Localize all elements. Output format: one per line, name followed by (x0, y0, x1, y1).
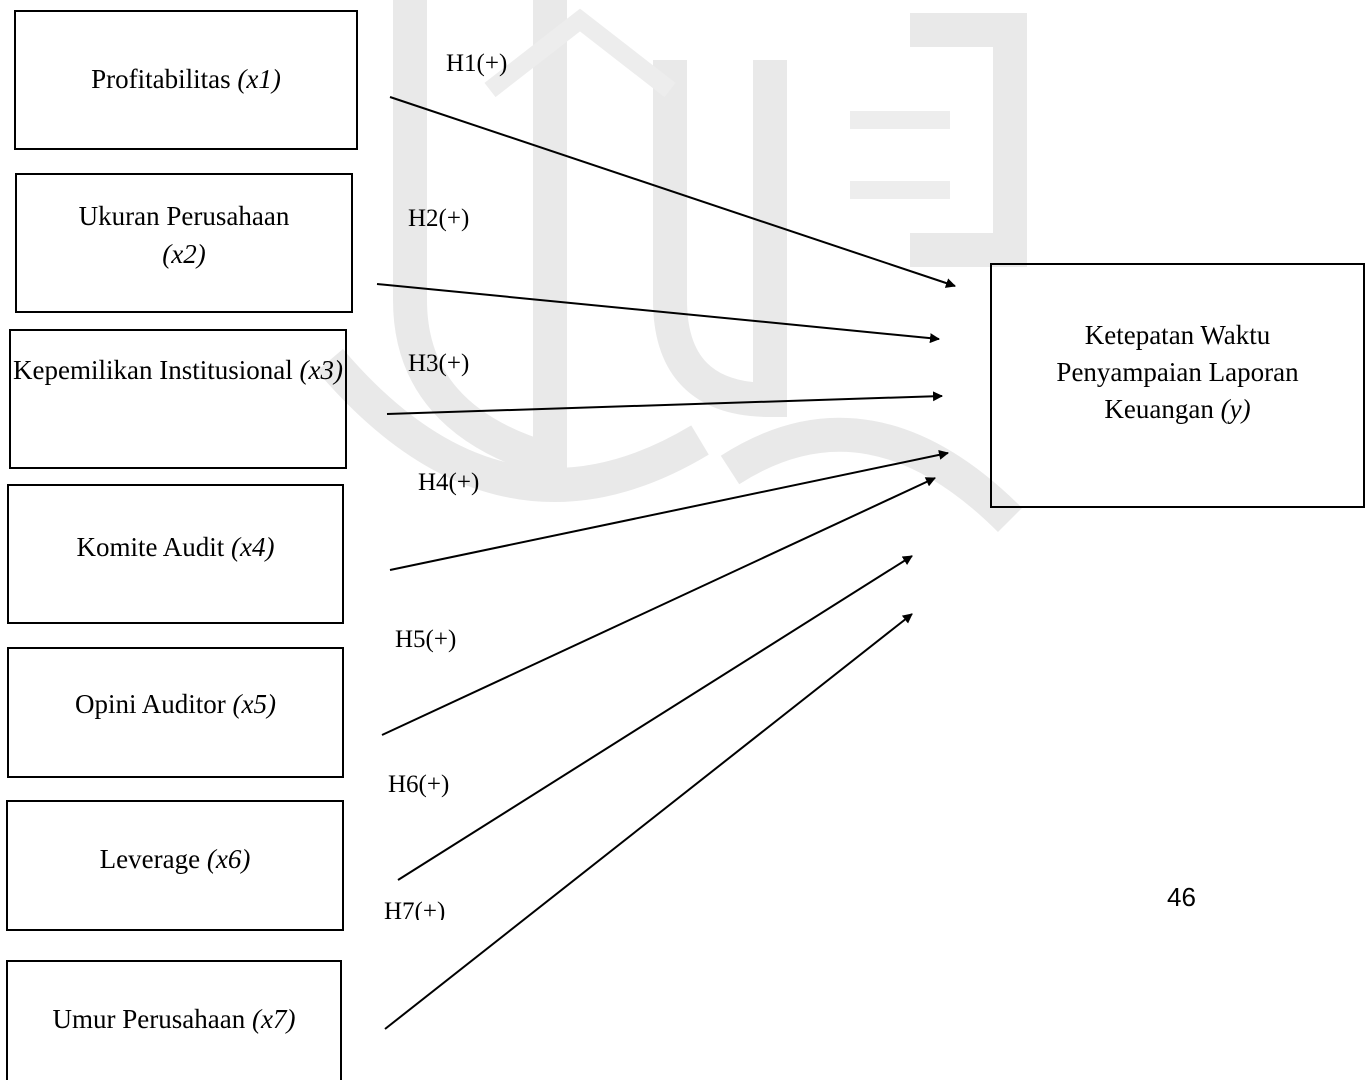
variable-label: Kepemilikan Institusional (x3) (13, 355, 343, 385)
variable-box-x6: Leverage (x6) (6, 800, 344, 931)
hypothesis-label-h5: H5(+) (395, 626, 457, 653)
arrow-h3 (386, 391, 943, 415)
arrow-h5 (381, 477, 936, 736)
variable-label: Leverage (x6) (99, 844, 251, 874)
variable-label: Ukuran Perusahaan(x2) (78, 201, 290, 269)
watermark-seal (317, 0, 1027, 533)
hypothesis-label-h3: H3(+) (408, 350, 470, 377)
variable-label: Komite Audit (x4) (76, 532, 275, 562)
variable-label: Opini Auditor (x5) (75, 689, 276, 719)
variable-box-x3: Kepemilikan Institusional (x3) (9, 329, 347, 469)
variable-box-x7: Umur Perusahaan (x7) (6, 960, 342, 1080)
arrow-h6 (397, 555, 913, 881)
variable-box-x1: Profitabilitas (x1) (14, 10, 358, 150)
dependent-box-y: Ketepatan Waktu Penyampaian Laporan Keua… (990, 263, 1365, 508)
variable-box-x2: Ukuran Perusahaan(x2) (15, 173, 353, 313)
variable-label: Profitabilitas (x1) (91, 64, 281, 94)
hypothesis-label-h6: H6(+) (388, 771, 450, 798)
dependent-label: Ketepatan Waktu Penyampaian Laporan Keua… (1056, 320, 1299, 424)
variable-box-x4: Komite Audit (x4) (7, 484, 344, 624)
hypothesis-label-h1: H1(+) (446, 50, 508, 77)
variable-label: Umur Perusahaan (x7) (52, 1004, 296, 1034)
arrow-h2 (376, 283, 940, 344)
hypothesis-label-h2: H2(+) (408, 205, 470, 232)
hypothesis-label-h4: H4(+) (418, 469, 480, 496)
arrow-h7 (384, 613, 913, 1030)
page-number: 46 (1167, 882, 1196, 912)
hypothesis-label-h7: H7(+) (384, 898, 446, 920)
variable-box-x5: Opini Auditor (x5) (7, 647, 344, 778)
arrow-h1 (389, 96, 956, 288)
